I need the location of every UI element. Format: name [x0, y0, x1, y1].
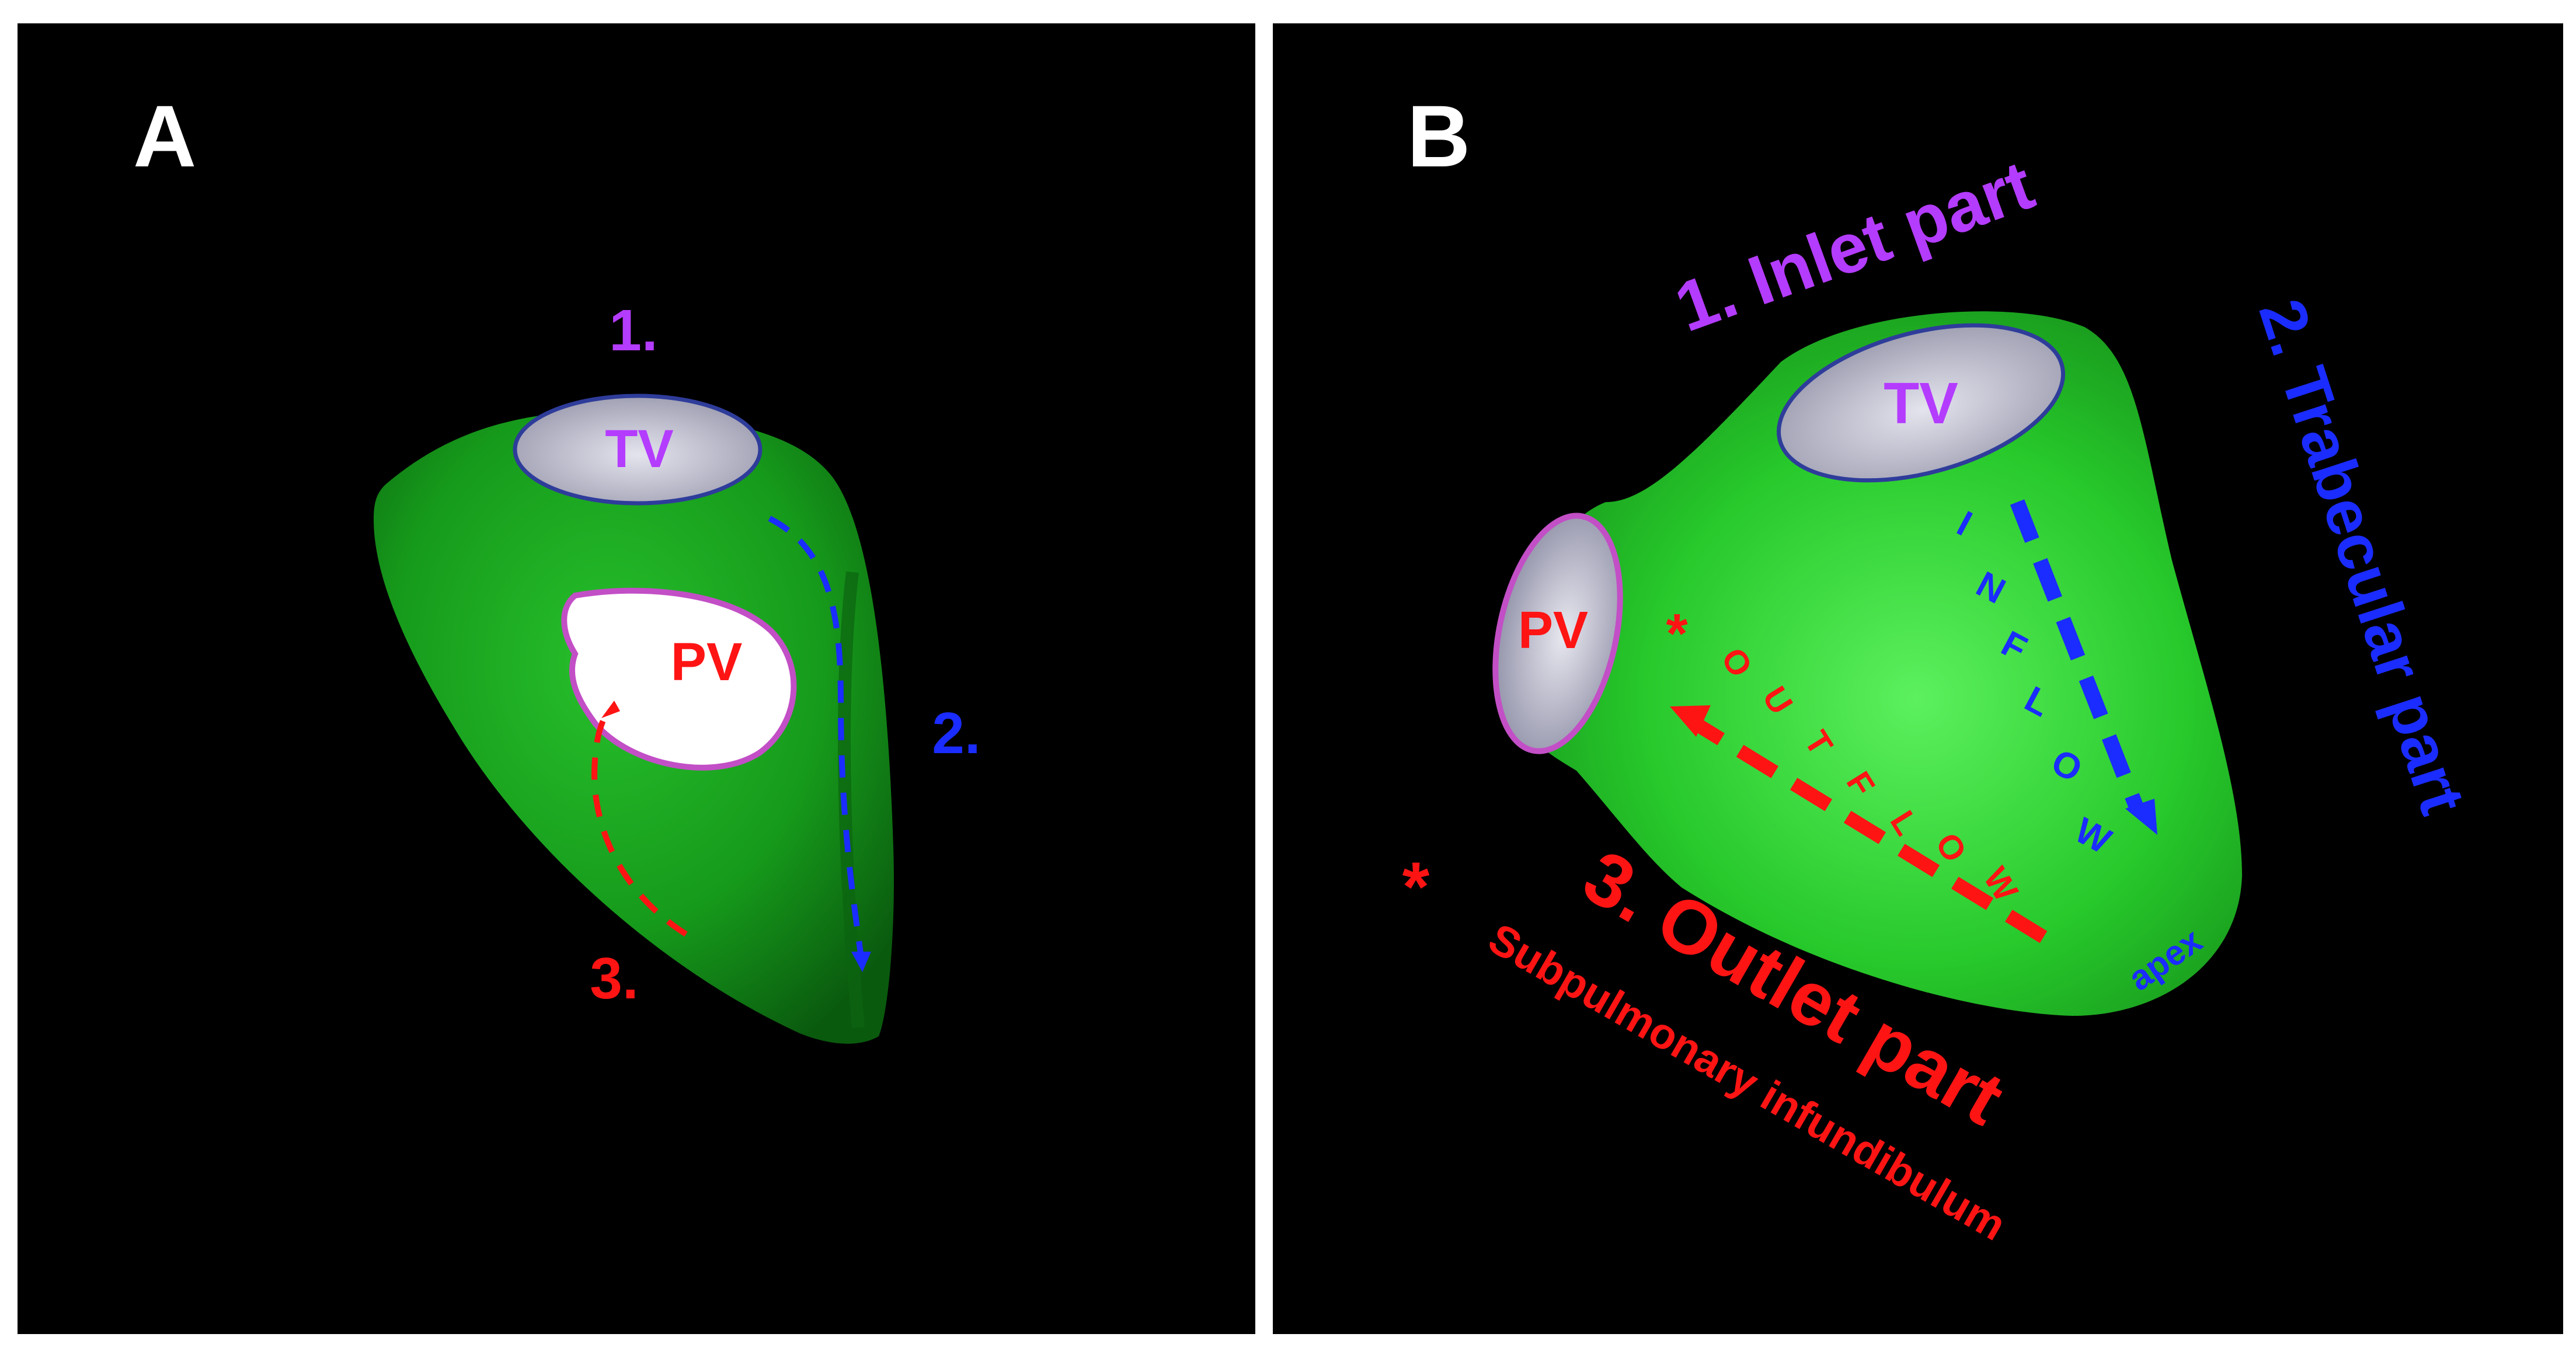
outflow-path-a: [591, 707, 688, 937]
tv-label-b: TV: [1884, 371, 1958, 436]
outflow-arrow-shaft-b: [1692, 718, 2048, 943]
tv-label-a: TV: [605, 419, 674, 479]
panel-a: TV PV A 1. 2. 3.: [133, 87, 981, 1044]
inflow-arrowhead-b: [2125, 799, 2157, 835]
outflow-arrowhead-a: [601, 701, 620, 718]
pv-label-a: PV: [671, 632, 743, 692]
tv-valve-a: [513, 394, 763, 506]
inflow-path-a: [768, 516, 864, 958]
inflow-arrow-shaft-b: [2010, 499, 2145, 812]
tv-valve-b: [1777, 323, 2065, 483]
inflow-arrowhead-a: [851, 952, 871, 972]
pv-valve-b: [1492, 513, 1623, 754]
asterisk-subpulmonary-b: *: [1402, 848, 1430, 926]
label-1-a: 1.: [609, 298, 657, 363]
pv-label-b: PV: [1518, 601, 1588, 660]
panel-letter-a: A: [133, 87, 196, 185]
label-3-a: 3.: [590, 946, 638, 1011]
label-2-a: 2.: [932, 701, 980, 766]
pv-valve-a: [561, 587, 797, 771]
outflow-arrowhead-b: [1670, 705, 1711, 737]
heart-shape-b: [1518, 311, 2242, 1016]
panel-letter-b: B: [1407, 87, 1470, 185]
asterisk-outflow-b: *: [1666, 603, 1688, 665]
